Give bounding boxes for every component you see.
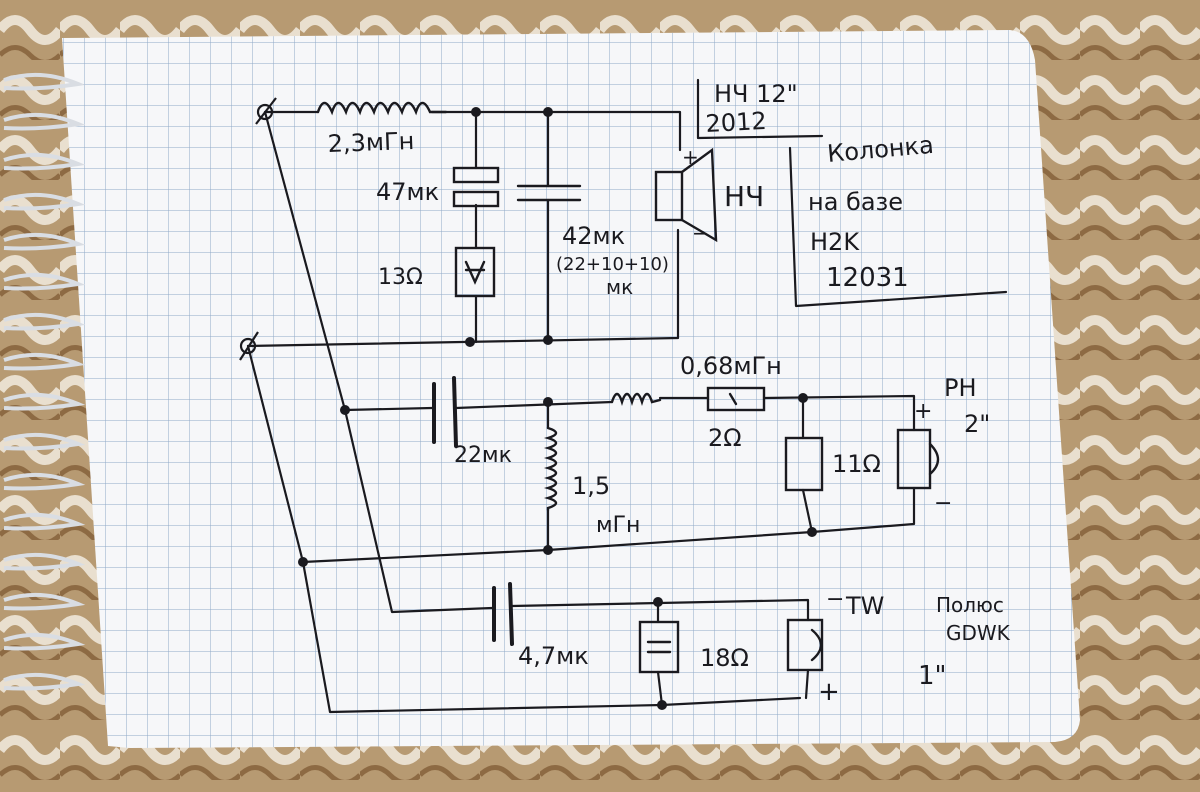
- note-underline: [696, 78, 824, 140]
- label-c-shunt-unit: мк: [606, 275, 633, 299]
- note-tw-l4: 1": [918, 661, 947, 691]
- label-woofer: НЧ: [724, 180, 764, 213]
- capacitor-47u-plate-icon: [452, 190, 500, 208]
- label-c-rc: 47мк: [376, 178, 439, 206]
- resistor-11-icon: [784, 436, 824, 492]
- wire-diagonal-minus: [246, 344, 802, 714]
- spiral-ring: [3, 512, 86, 531]
- resistor-13-icon: [454, 246, 496, 298]
- inductor-068-icon: [610, 392, 662, 407]
- junction-dot: [471, 107, 481, 117]
- capacitor-47u-tw-icon: [492, 582, 514, 646]
- polarity-woofer-minus: −: [692, 221, 709, 245]
- label-l-mid-series: 0,68мГн: [680, 352, 782, 380]
- wire-tw-feed: [510, 598, 810, 622]
- junction-dot: [298, 557, 308, 567]
- junction-dot: [543, 545, 553, 555]
- label-l-mid-shunt: 1,5: [572, 472, 610, 500]
- note-mid-l1: PH: [944, 374, 977, 402]
- spiral-binding: [3, 72, 86, 691]
- polarity-mid-plus: +: [914, 399, 932, 424]
- resistor-2-mark-icon: [728, 392, 738, 406]
- junction-dot: [798, 393, 808, 403]
- capacitor-47u-icon: [452, 166, 500, 184]
- label-c-shunt-detail: (22+10+10): [556, 254, 669, 275]
- spiral-ring: [3, 472, 86, 491]
- spiral-ring: [3, 352, 86, 371]
- spiral-ring: [3, 392, 86, 411]
- spiral-ring: [3, 152, 86, 171]
- tweeter-cone-icon: [810, 628, 823, 662]
- junction-dot: [465, 337, 475, 347]
- label-r-mid-shunt: 11Ω: [832, 450, 881, 478]
- spiral-ring: [3, 632, 86, 651]
- label-c-tw: 4,7мк: [518, 642, 589, 670]
- label-c-shunt: 42мк: [562, 222, 625, 250]
- wire-l1-out: [430, 110, 682, 152]
- label-r-rc: 13Ω: [378, 265, 423, 290]
- wire-tw-return: [804, 668, 810, 700]
- spiral-ring: [3, 232, 86, 251]
- note-mid-l2: 2": [964, 410, 990, 438]
- note-tw-l2: Полюс: [936, 593, 1004, 617]
- notebook-page: [62, 30, 1080, 748]
- polarity-tw-minus: −: [826, 587, 844, 612]
- junction-dot: [543, 397, 553, 407]
- label-l-mid-shunt-unit: мГн: [596, 513, 640, 538]
- label-l1: 2,3мГн: [327, 127, 415, 158]
- resistor-2-icon: [706, 386, 766, 412]
- note-tw-l3: GDWK: [946, 621, 1011, 645]
- note-woofer-code: 2012: [705, 107, 767, 138]
- capacitor-22u-icon: [432, 376, 458, 448]
- inductor-l1-icon: [316, 101, 448, 116]
- junction-dot: [657, 700, 667, 710]
- spiral-ring: [3, 552, 86, 571]
- note-frame: [788, 146, 1008, 308]
- junction-dot: [543, 107, 553, 117]
- terminal-plus-icon: [256, 103, 274, 121]
- spiral-ring: [3, 672, 86, 691]
- note-kit-l3: H2K: [810, 228, 860, 256]
- wire-mid-r-shunt: [801, 396, 814, 534]
- woofer-cone-icon: [680, 147, 718, 243]
- label-c-mid: 22мк: [454, 443, 512, 468]
- capacitor-18-icon: [638, 620, 680, 674]
- note-tw-l1: TW: [845, 592, 884, 620]
- label-r-tw: 18Ω: [700, 644, 749, 672]
- wire-mid-coil-out: [658, 394, 916, 432]
- terminal-minus-icon: [239, 337, 257, 355]
- polarity-tw-plus: +: [818, 677, 840, 707]
- capacitor-42u-icon: [516, 184, 582, 202]
- spiral-ring: [3, 432, 86, 451]
- polarity-mid-minus: −: [934, 491, 952, 516]
- label-r-mid-series: 2Ω: [708, 424, 742, 452]
- junction-dot: [543, 335, 553, 345]
- junction-dot: [653, 597, 663, 607]
- terminal-plus-slash-icon: [255, 97, 277, 125]
- woofer-magnet-icon: [654, 170, 684, 222]
- terminal-minus-slash-icon: [239, 331, 259, 361]
- junction-dot: [807, 527, 817, 537]
- spiral-ring: [3, 272, 86, 291]
- spiral-ring: [3, 192, 86, 211]
- note-woofer-model: НЧ 12": [714, 80, 798, 108]
- wire-diagonal-plus: [263, 110, 494, 614]
- spiral-ring: [3, 72, 86, 91]
- note-kit-l2: на базе: [808, 188, 903, 216]
- mid-driver-cone-icon: [928, 442, 940, 476]
- mid-driver-icon: [896, 428, 932, 490]
- spiral-ring: [3, 112, 86, 131]
- wire-woofer-minus: [246, 228, 680, 348]
- spiral-ring: [3, 592, 86, 611]
- resistor-13-mark-icon: [464, 260, 486, 285]
- spiral-ring: [3, 312, 86, 331]
- wire-mid-feed: [343, 400, 614, 412]
- inductor-15-icon: [543, 426, 558, 512]
- capacitor-18-mark-icon: [646, 640, 672, 654]
- junction-dot: [340, 405, 350, 415]
- note-kit-l4: 12031: [826, 263, 909, 293]
- polarity-woofer-plus: +: [682, 145, 699, 169]
